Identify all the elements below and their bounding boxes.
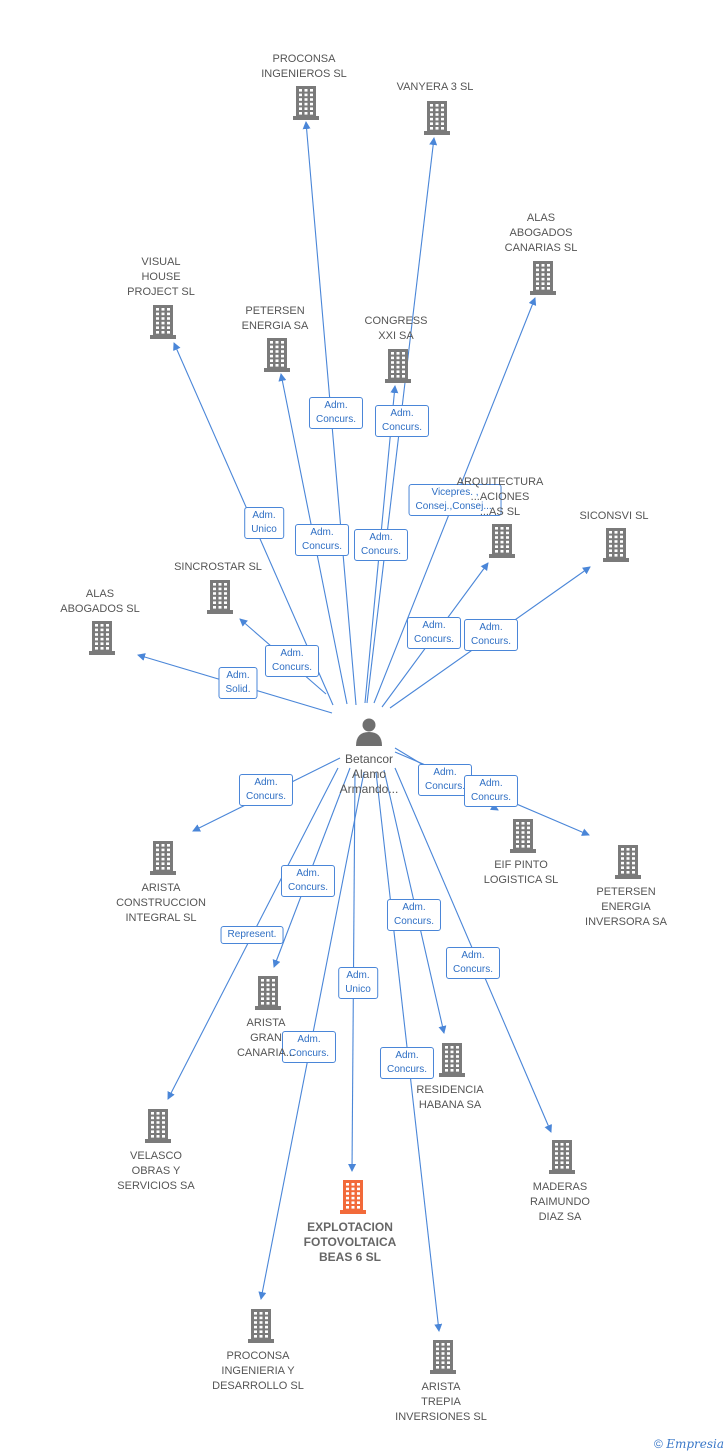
company-name-proconsa-ing[interactable]: PROCONSA INGENIEROS SL [261, 53, 347, 80]
edge-label-siconsvi[interactable]: Adm. Concurs. [463, 619, 519, 651]
building-icon-congress[interactable] [385, 349, 411, 383]
edge-label-congress[interactable]: Adm. Concurs. [353, 529, 409, 561]
company-name-sincrostar[interactable]: SINCROSTAR SL [174, 561, 262, 573]
edge-label-velasco[interactable]: Represent. [220, 926, 284, 944]
building-icon-residencia-habana[interactable] [439, 1043, 465, 1077]
company-name-proconsa-des[interactable]: PROCONSA INGENIERIA Y DESARROLLO SL [212, 1350, 304, 1392]
edge-label-petersen-energia[interactable]: Adm. Concurs. [294, 524, 350, 556]
building-icon-alas-canarias[interactable] [530, 261, 556, 295]
edge-label-eif-pinto[interactable]: Adm. Concurs. [417, 764, 473, 796]
edge-label-vanyera[interactable]: Adm. Concurs. [374, 405, 430, 437]
person-icon[interactable] [356, 718, 382, 747]
building-icon-proconsa-des[interactable] [248, 1309, 274, 1343]
building-icon-siconsvi[interactable] [603, 528, 629, 562]
edge-label-sincrostar[interactable]: Adm. Concurs. [264, 645, 320, 677]
edge-label-proconsa-des[interactable]: Adm. Concurs. [281, 1031, 337, 1063]
brand-footer[interactable]: © Empresia [654, 1437, 724, 1451]
building-icon-petersen-inversora[interactable] [615, 845, 641, 879]
company-name-petersen-inversora[interactable]: PETERSEN ENERGIA INVERSORA SA [585, 886, 667, 928]
company-name-arquitectura[interactable]: ARQUITECTURA ...ACIONES ...AS SL [456, 476, 544, 518]
company-name-maderas[interactable]: MADERAS RAIMUNDO DIAZ SA [530, 1181, 590, 1223]
edge-label-arista-trepia[interactable]: Adm. Concurs. [379, 1047, 435, 1079]
company-name-velasco[interactable]: VELASCO OBRAS Y SERVICIOS SA [117, 1150, 195, 1192]
edge-label-visual-house[interactable]: Adm. Unico [244, 507, 284, 539]
building-icon-alas-abogados[interactable] [89, 621, 115, 655]
company-name-eif-pinto[interactable]: EIF PINTO LOGISTICA SL [483, 859, 559, 886]
company-name-congress[interactable]: CONGRESS XXI SA [364, 315, 428, 342]
building-icon-proconsa-ing[interactable] [293, 86, 319, 120]
company-name-residencia-habana[interactable]: RESIDENCIA HABANA SA [416, 1084, 484, 1111]
company-name-visual-house[interactable]: VISUAL HOUSE PROJECT SL [127, 256, 195, 298]
edge-label-proconsa-ing[interactable]: Adm. Concurs. [308, 397, 364, 429]
copyright-icon: © [654, 1437, 663, 1451]
building-icon-arista-trepia[interactable] [430, 1340, 456, 1374]
company-name-arista-construccion[interactable]: ARISTA CONSTRUCCION INTEGRAL SL [116, 882, 206, 924]
building-icon-sincrostar[interactable] [207, 580, 233, 614]
building-icon-explotacion[interactable] [340, 1180, 366, 1214]
building-icon-vanyera[interactable] [424, 101, 450, 135]
edge-label-arista-construccion[interactable]: Adm. Concurs. [238, 774, 294, 806]
company-name-arista-gran-canaria[interactable]: ARISTA GRAN CANARIA... [236, 1017, 296, 1059]
building-icon-arista-construccion[interactable] [150, 841, 176, 875]
building-icon-arista-gran-canaria[interactable] [255, 976, 281, 1010]
edge-label-residencia-habana[interactable]: Adm. Concurs. [386, 899, 442, 931]
building-icon-visual-house[interactable] [150, 305, 176, 339]
edge-label-arista-gran-canaria[interactable]: Adm. Concurs. [280, 865, 336, 897]
edge-label-alas-abogados[interactable]: Adm. Solid. [218, 667, 258, 699]
company-name-explotacion[interactable]: EXPLOTACION FOTOVOLTAICA BEAS 6 SL [303, 1220, 397, 1264]
edge-label-alas-canarias[interactable]: Vicepres. , Consej.,Consej.... [408, 484, 502, 516]
edge-label-arquitectura[interactable]: Adm. Concurs. [406, 617, 462, 649]
building-icon-maderas[interactable] [549, 1140, 575, 1174]
edge-label-explotacion[interactable]: Adm. Unico [338, 967, 378, 999]
company-name-alas-abogados[interactable]: ALAS ABOGADOS SL [60, 588, 140, 615]
brand-name: Empresia [666, 1437, 724, 1451]
building-icon-petersen-energia[interactable] [264, 338, 290, 372]
company-name-arista-trepia[interactable]: ARISTA TREPIA INVERSIONES SL [395, 1381, 487, 1423]
edge-label-petersen-inversora[interactable]: Adm. Concurs. [463, 775, 519, 807]
company-name-siconsvi[interactable]: SICONSVI SL [579, 510, 649, 522]
company-name-alas-canarias[interactable]: ALAS ABOGADOS CANARIAS SL [504, 212, 578, 254]
building-icon-velasco[interactable] [145, 1109, 171, 1143]
person-name[interactable]: Betancor Alamo Armando... [339, 752, 399, 796]
company-name-petersen-energia[interactable]: PETERSEN ENERGIA SA [241, 305, 309, 332]
edge-label-maderas[interactable]: Adm. Concurs. [445, 947, 501, 979]
building-icon-eif-pinto[interactable] [510, 819, 536, 853]
company-name-vanyera[interactable]: VANYERA 3 SL [396, 81, 474, 93]
building-icon-arquitectura[interactable] [489, 524, 515, 558]
